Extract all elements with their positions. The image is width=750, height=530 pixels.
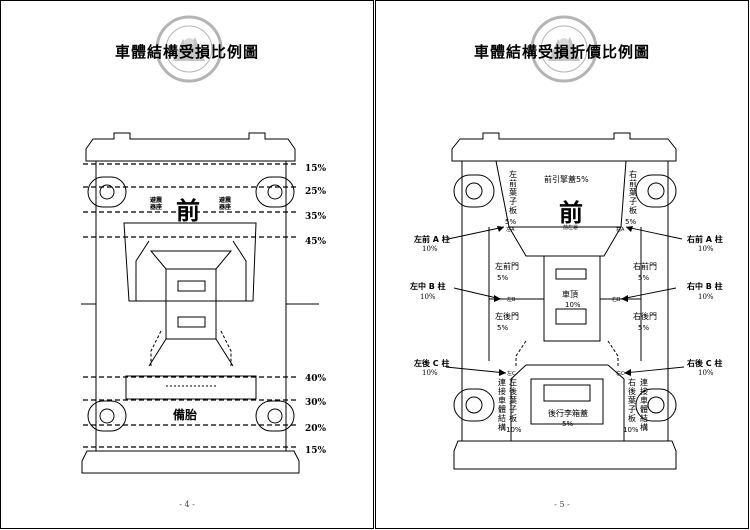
right-rear-fender-label: 右 後 葉 子 板 [628, 377, 639, 423]
left-front-door-label: 左前門 [495, 261, 519, 271]
left-front-door-pct: 5% [497, 274, 508, 282]
left-b-pillar-pct: 10% [420, 293, 436, 301]
pillar-mark-right-b: 右B [612, 296, 621, 303]
right-rear-door-pct: 5% [638, 324, 649, 332]
pct-label-3: 35% [305, 212, 327, 222]
pillar-mark-right-a: 右A [616, 226, 625, 233]
front-label: 前 [559, 199, 583, 227]
left-c-pillar-label: 左後 C 柱 [413, 358, 449, 368]
pct-label-5: 40% [305, 374, 327, 384]
association-seal-icon [155, 15, 223, 83]
right-front-door-label: 右前門 [633, 261, 657, 271]
spare-tire-label: 備胎 [173, 407, 197, 422]
right-front-door-pct: 5% [638, 274, 649, 282]
roof-pct: 10% [565, 301, 581, 309]
left-b-pillar-label: 左中 B 柱 [409, 281, 446, 291]
left-front-fender-label: 左 前 葉 子 板 [509, 169, 520, 215]
right-front-fender-pct: 5% [625, 218, 636, 226]
right-page: 車體結構受損折價比例圖 [375, 0, 749, 529]
page-title: 車體結構受損比例圖 [114, 43, 259, 61]
right-front-fender-label: 右 前 葉 子 板 [629, 169, 640, 215]
damage-diagram: 15% 25% 35% 45% 40% 30% 20% 15% 前 備胎 避震器… [81, 132, 327, 474]
left-rear-fender-pct: 10% [506, 426, 522, 434]
right-c-pillar-pct: 10% [698, 369, 714, 377]
right-b-pillar-label: 右中 B 柱 [686, 281, 723, 291]
right-rear-connect-label: 連 接 車 體 結 構 [640, 377, 651, 432]
roof-label: 車頂 [562, 289, 578, 299]
front-shock-left-label: 前左避 [563, 224, 578, 231]
pillar-mark-left-a: 左A [506, 226, 515, 233]
right-b-pillar-pct: 10% [698, 293, 714, 301]
pct-label-1: 15% [305, 164, 327, 174]
shock-mount-left-label: 避震器座 [149, 196, 163, 211]
trunk-lid-pct: 5% [562, 420, 573, 428]
left-rear-fender-label: 左 後 葉 子 板 [509, 377, 520, 423]
left-a-pillar-pct: 10% [422, 245, 438, 253]
page-title: 車體結構受損折價比例圖 [473, 43, 650, 61]
page-number: - 4 - [179, 500, 195, 509]
pct-label-4: 45% [305, 237, 327, 247]
page-number: - 5 - [554, 500, 570, 509]
trunk-lid-label: 後行李箱蓋 [548, 408, 588, 418]
front-cover-label: 前引擎蓋5% [544, 174, 589, 184]
left-a-pillar-label: 左前 A 柱 [413, 234, 450, 244]
association-seal-icon [530, 15, 598, 83]
pct-label-2: 25% [305, 187, 327, 197]
right-a-pillar-pct: 10% [698, 245, 714, 253]
left-front-fender-pct: 5% [505, 218, 516, 226]
pct-label-7: 20% [305, 424, 327, 434]
left-rear-connect-label: 連 接 車 體 結 構 [498, 377, 509, 432]
pct-label-6: 30% [305, 398, 327, 408]
pillar-mark-left-b: 左B [507, 296, 516, 303]
pct-label-8: 15% [305, 446, 327, 456]
left-rear-door-label: 左後門 [495, 311, 519, 321]
right-c-pillar-label: 右後 C 柱 [686, 358, 722, 368]
depreciation-diagram: 前引擎蓋5% 前 左 前 葉 子 板 5% 右 前 葉 子 板 5% 前左避 左… [409, 132, 723, 470]
left-rear-door-pct: 5% [497, 324, 508, 332]
right-rear-fender-pct: 10% [623, 426, 639, 434]
left-page: 車體結構受損比例圖 [0, 0, 374, 529]
left-c-pillar-pct: 10% [422, 369, 438, 377]
front-label: 前 [176, 197, 200, 225]
pillar-mark-right-c: 右C [616, 370, 625, 377]
shock-mount-right-label: 避震器座 [218, 196, 232, 211]
right-a-pillar-label: 右前 A 柱 [686, 234, 723, 244]
right-rear-door-label: 右後門 [633, 311, 657, 321]
pillar-mark-left-c: 左C [507, 370, 516, 377]
